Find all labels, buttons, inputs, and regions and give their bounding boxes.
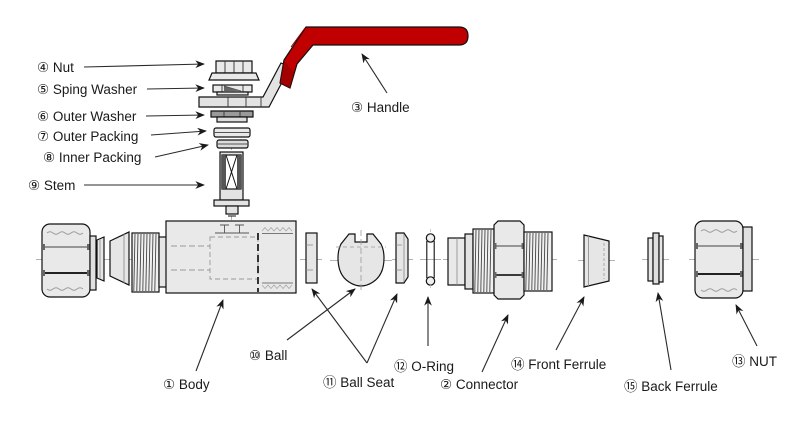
arrow-ball-seat-left [311, 288, 368, 364]
ball-part [336, 230, 386, 292]
arrow-ball-seat-right [366, 293, 398, 364]
o-ring-part [425, 229, 436, 291]
arrow-handle [361, 53, 388, 94]
nut-top-part [208, 60, 260, 81]
ball-seat-left-part [305, 232, 318, 284]
handle-part [279, 26, 469, 89]
front-ferrule-part [583, 234, 610, 288]
label-front-ferrule: ⑭ Front Ferrule [511, 357, 606, 372]
label-outer-packing: ⑦ Outer Packing [37, 129, 138, 144]
label-sping-washer: ⑤ Sping Washer [37, 82, 138, 97]
inner-packing-part [216, 139, 249, 149]
arrow-outer-packing [150, 127, 207, 136]
label-outer-washer: ⑥ Outer Washer [37, 109, 137, 124]
back-ferrule-part [647, 232, 664, 285]
labels: ④ Nut ⑤ Sping Washer ⑥ Outer Washer ⑦ Ou… [28, 60, 777, 394]
arrow-back-ferrule [655, 292, 672, 371]
spring-washer-part [212, 84, 253, 96]
label-inner-packing: ⑧ Inner Packing [43, 150, 141, 165]
arrow-sping-washer [146, 84, 205, 93]
label-connector: ② Connector [440, 377, 519, 392]
arrow-connector [481, 314, 509, 373]
outer-washer-part [210, 110, 254, 123]
outer-packing-part [213, 127, 251, 138]
label-stem: ⑨ Stem [28, 178, 75, 193]
stem-part [213, 151, 250, 217]
left-nut-part [41, 223, 97, 298]
label-ball-seat: ⑪ Ball Seat [323, 375, 395, 390]
arrow-inner-packing [154, 143, 209, 158]
connector-part [447, 220, 553, 300]
ball-seat-right-part [395, 232, 409, 284]
arrow-big-nut [735, 304, 758, 347]
left-front-ferrule-part [109, 231, 130, 286]
arrow-ball [286, 288, 356, 341]
label-handle: ③ Handle [351, 100, 410, 115]
leader-arrows [83, 53, 758, 373]
left-back-ferrule-part [96, 236, 105, 282]
arrow-nut [83, 60, 205, 69]
body-part [131, 220, 297, 294]
arrow-body [195, 299, 224, 372]
label-o-ring: ⑫ O-Ring [394, 359, 454, 374]
label-ball: ⑩ Ball [249, 348, 287, 363]
arrow-outer-washer [145, 111, 205, 119]
label-big-nut: ⑬ NUT [732, 354, 777, 369]
label-back-ferrule: ⑮ Back Ferrule [624, 379, 718, 394]
label-body: ① Body [163, 377, 210, 392]
right-nut-part [694, 220, 753, 299]
arrow-front-ferrule [555, 296, 585, 351]
label-nut: ④ Nut [37, 60, 74, 75]
